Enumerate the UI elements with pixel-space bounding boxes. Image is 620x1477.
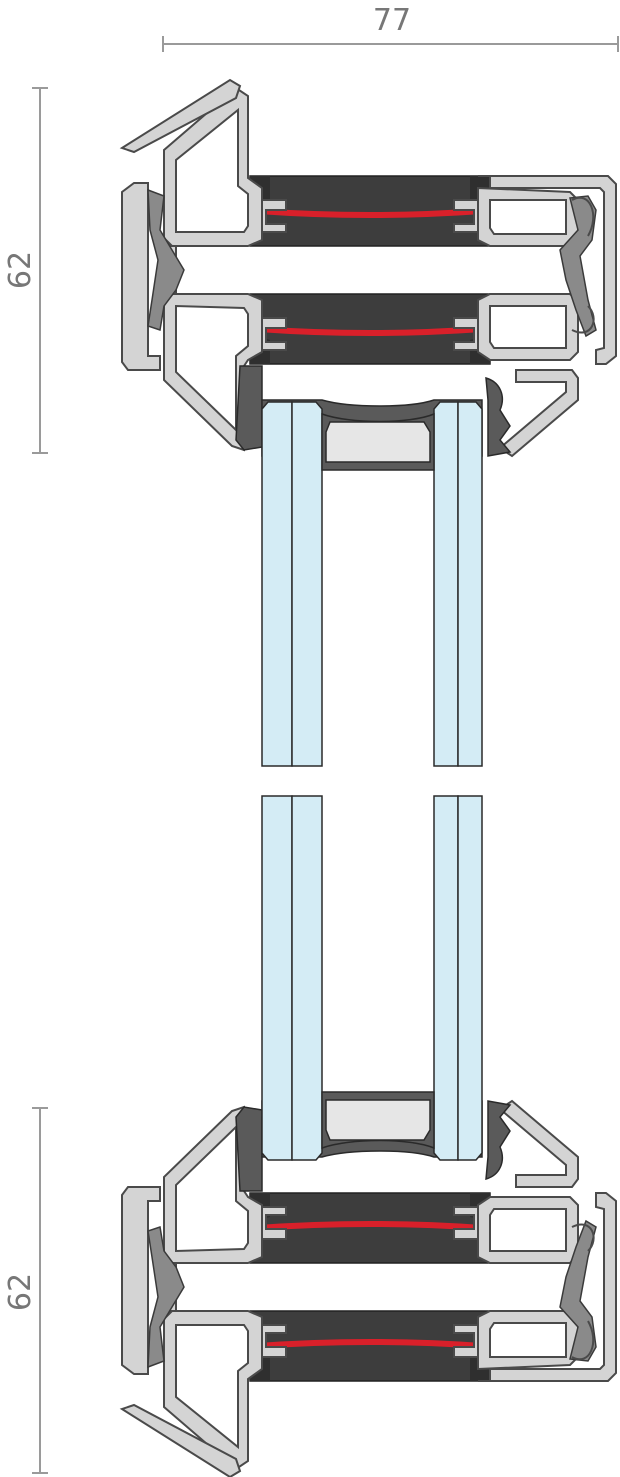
glass-pane-left — [261, 401, 323, 1161]
bar-connector-hooks — [257, 199, 483, 351]
insulated-glazing-unit — [261, 401, 483, 1161]
top-height-dimension-label: 62 — [3, 251, 38, 289]
spacer-top — [321, 412, 435, 471]
left-gasket — [147, 188, 185, 331]
bottom-height-dimension: 62 — [3, 1107, 48, 1474]
left-aluminium-chamber — [119, 78, 263, 452]
right-gasket — [559, 195, 597, 338]
bottom-height-dimension-label: 62 — [3, 1273, 38, 1311]
glass-pane-right — [433, 401, 483, 1161]
bottom-frame-profile — [121, 1096, 617, 1477]
width-dimension-label: 77 — [373, 3, 411, 38]
top-frame-profile — [119, 78, 617, 461]
top-height-dimension: 62 — [3, 87, 48, 454]
spacer-bottom — [321, 1091, 435, 1150]
width-dimension: 77 — [162, 3, 619, 52]
glazing-gaskets-top — [235, 365, 512, 457]
